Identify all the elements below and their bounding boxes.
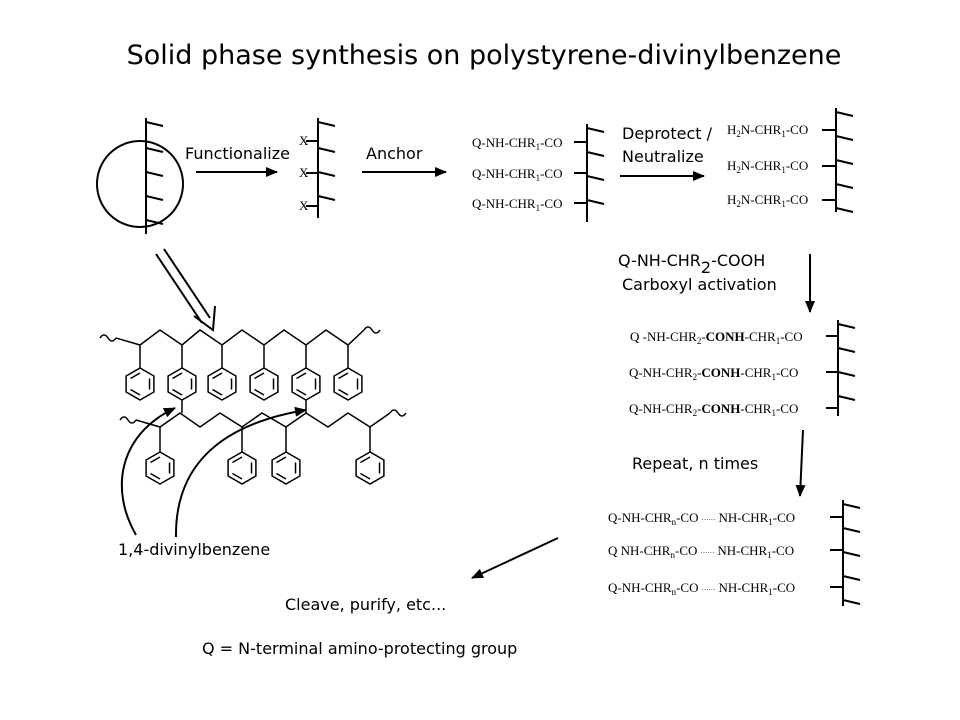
divinylbenzene-label: 1,4-divinylbenzene — [118, 540, 270, 559]
functionalize-label: Functionalize — [185, 144, 290, 163]
benzene-ring — [125, 367, 155, 401]
anchored-label: Q-NH-CHR1-CO — [472, 196, 562, 213]
ring-double-bond — [338, 372, 359, 396]
crosslink-arrow — [120, 407, 176, 536]
benzene-ring — [207, 367, 237, 401]
ring-double-bond — [172, 372, 193, 396]
neutralize-label: Neutralize — [622, 147, 704, 166]
reagent-label: Q-NH-CHR2-COOH — [618, 251, 765, 277]
ring-double-bond — [232, 456, 253, 480]
repeated-label: Q NH-CHRn-CO······NH-CHR1-CO — [608, 543, 794, 560]
coupled-label: Q-NH-CHR2-CONH-CHR1-CO — [629, 401, 798, 418]
anchored-label: Q-NH-CHR1-CO — [472, 166, 562, 183]
benzene-ring — [227, 451, 257, 485]
coupled-label: Q -NH-CHR2-CONH-CHR1-CO — [630, 329, 803, 346]
coupled-label: Q-NH-CHR2-CONH-CHR1-CO — [629, 365, 798, 382]
activation-label: Carboxyl activation — [622, 275, 777, 294]
repeated-label: Q-NH-CHRn-CO······NH-CHR1-CO — [608, 510, 795, 527]
ring-double-bond — [150, 456, 171, 480]
crosslink-arrow — [174, 406, 307, 538]
benzene-ring — [333, 367, 363, 401]
anchored-label: Q-NH-CHR1-CO — [472, 135, 562, 152]
functionalized-resin: X X X — [299, 118, 336, 218]
benzene-ring — [271, 451, 301, 485]
ring-double-bond — [360, 456, 381, 480]
page-title: Solid phase synthesis on polystyrene-div… — [127, 40, 842, 71]
zoom-arrow — [155, 248, 216, 332]
repeated-label: Q-NH-CHRn-CO······NH-CHR1-CO — [608, 580, 795, 597]
x-group: X — [299, 198, 309, 213]
polymer-structure — [99, 326, 407, 428]
benzene-ring — [145, 451, 175, 485]
anchored-resin: Q-NH-CHR1-CO Q-NH-CHR1-CO Q-NH-CHR1-CO — [472, 124, 605, 222]
deprotected-label: H2N-CHR1-CO — [727, 192, 808, 209]
ring-double-bond — [276, 456, 297, 480]
coupled-resin: Q -NH-CHR2-CONH-CHR1-CO Q-NH-CHR2-CONH-C… — [629, 320, 856, 418]
deprotected-label: H2N-CHR1-CO — [727, 122, 808, 139]
x-group: X — [299, 133, 309, 148]
deprotected-label: H2N-CHR1-CO — [727, 158, 808, 175]
ring-double-bond — [130, 372, 151, 396]
repeat-label: Repeat, n times — [632, 454, 758, 473]
anchor-label: Anchor — [366, 144, 423, 163]
deprotect-label: Deprotect / — [622, 124, 713, 143]
repeat-arrow — [795, 429, 806, 497]
ring-double-bond — [212, 372, 233, 396]
deprotected-resin: H2N-CHR1-CO H2N-CHR1-CO H2N-CHR1-CO — [727, 108, 854, 213]
cleave-label: Cleave, purify, etc... — [285, 595, 446, 614]
x-group: X — [299, 165, 309, 180]
legend-text: Q = N-terminal amino-protecting group — [202, 639, 517, 658]
repeated-resin: Q-NH-CHRn-CO······NH-CHR1-CO Q NH-CHRn-C… — [608, 500, 861, 606]
ring-double-bond — [254, 372, 275, 396]
benzene-rings — [125, 345, 385, 485]
resin-bead — [96, 118, 184, 234]
benzene-ring — [249, 367, 279, 401]
cleave-arrow — [471, 537, 559, 579]
ring-double-bond — [296, 372, 317, 396]
benzene-ring — [355, 451, 385, 485]
